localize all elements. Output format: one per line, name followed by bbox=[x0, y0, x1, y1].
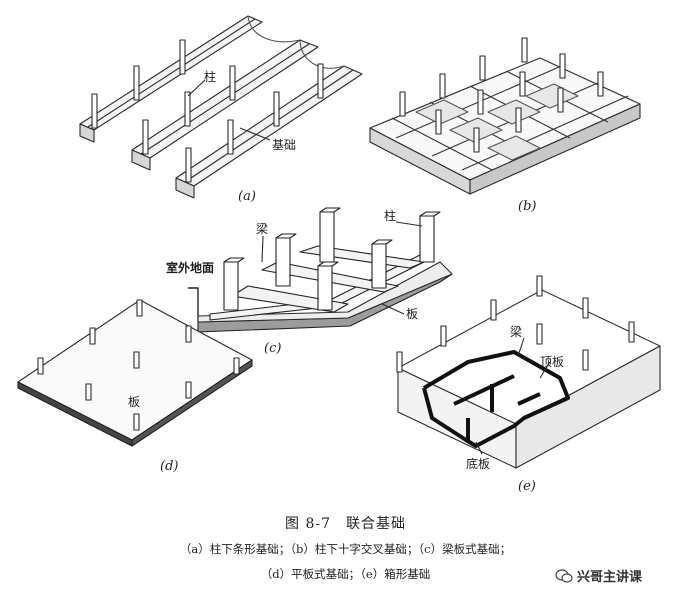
diagram-b-cross-foundation: (b) bbox=[369, 37, 641, 214]
label-top-slab-e: 顶板 bbox=[540, 355, 564, 369]
strip-a-3 bbox=[175, 65, 363, 199]
subfig-label-c: (c) bbox=[264, 341, 281, 356]
caption-line-2: （d）平板式基础；（e）箱形基础 bbox=[260, 567, 431, 581]
subfig-label-a: (a) bbox=[238, 189, 256, 204]
subfig-label-b: (b) bbox=[518, 199, 536, 214]
diagram-d-raft-foundation: 板 (d) bbox=[17, 299, 253, 474]
subfig-label-e: (e) bbox=[518, 479, 536, 494]
watermark: 兴哥主讲课 bbox=[555, 566, 642, 585]
subfig-label-d: (d) bbox=[160, 459, 178, 474]
watermark-text: 兴哥主讲课 bbox=[577, 570, 643, 585]
strip-a-2 bbox=[131, 39, 319, 171]
diagram-c-beam-slab-foundation: 梁 柱 室外地面 板 (c) bbox=[166, 207, 453, 356]
label-column-c: 柱 bbox=[384, 208, 396, 223]
label-slab-c: 板 bbox=[406, 307, 418, 321]
label-slab-d: 板 bbox=[128, 395, 140, 409]
label-column-a: 柱 bbox=[204, 69, 216, 84]
wechat-icon bbox=[555, 568, 573, 583]
strip-a-1 bbox=[79, 15, 263, 143]
diagram-e-box-foundation: 梁 顶板 底板 (e) bbox=[396, 275, 661, 494]
label-beam-c: 梁 bbox=[256, 221, 268, 236]
label-beam-e: 梁 bbox=[510, 324, 522, 339]
columns-a bbox=[91, 39, 324, 183]
diagram-a-strip-foundation: 柱 基础 (a) bbox=[79, 15, 363, 204]
label-foundation-a: 基础 bbox=[272, 138, 296, 152]
caption-title: 图 8-7 联合基础 bbox=[285, 516, 406, 532]
caption-line-1: （a）柱下条形基础；（b）柱下十字交叉基础；（c）梁板式基础； bbox=[179, 542, 512, 556]
label-bottom-slab-e: 底板 bbox=[466, 456, 490, 471]
label-ground-c: 室外地面 bbox=[166, 260, 214, 275]
